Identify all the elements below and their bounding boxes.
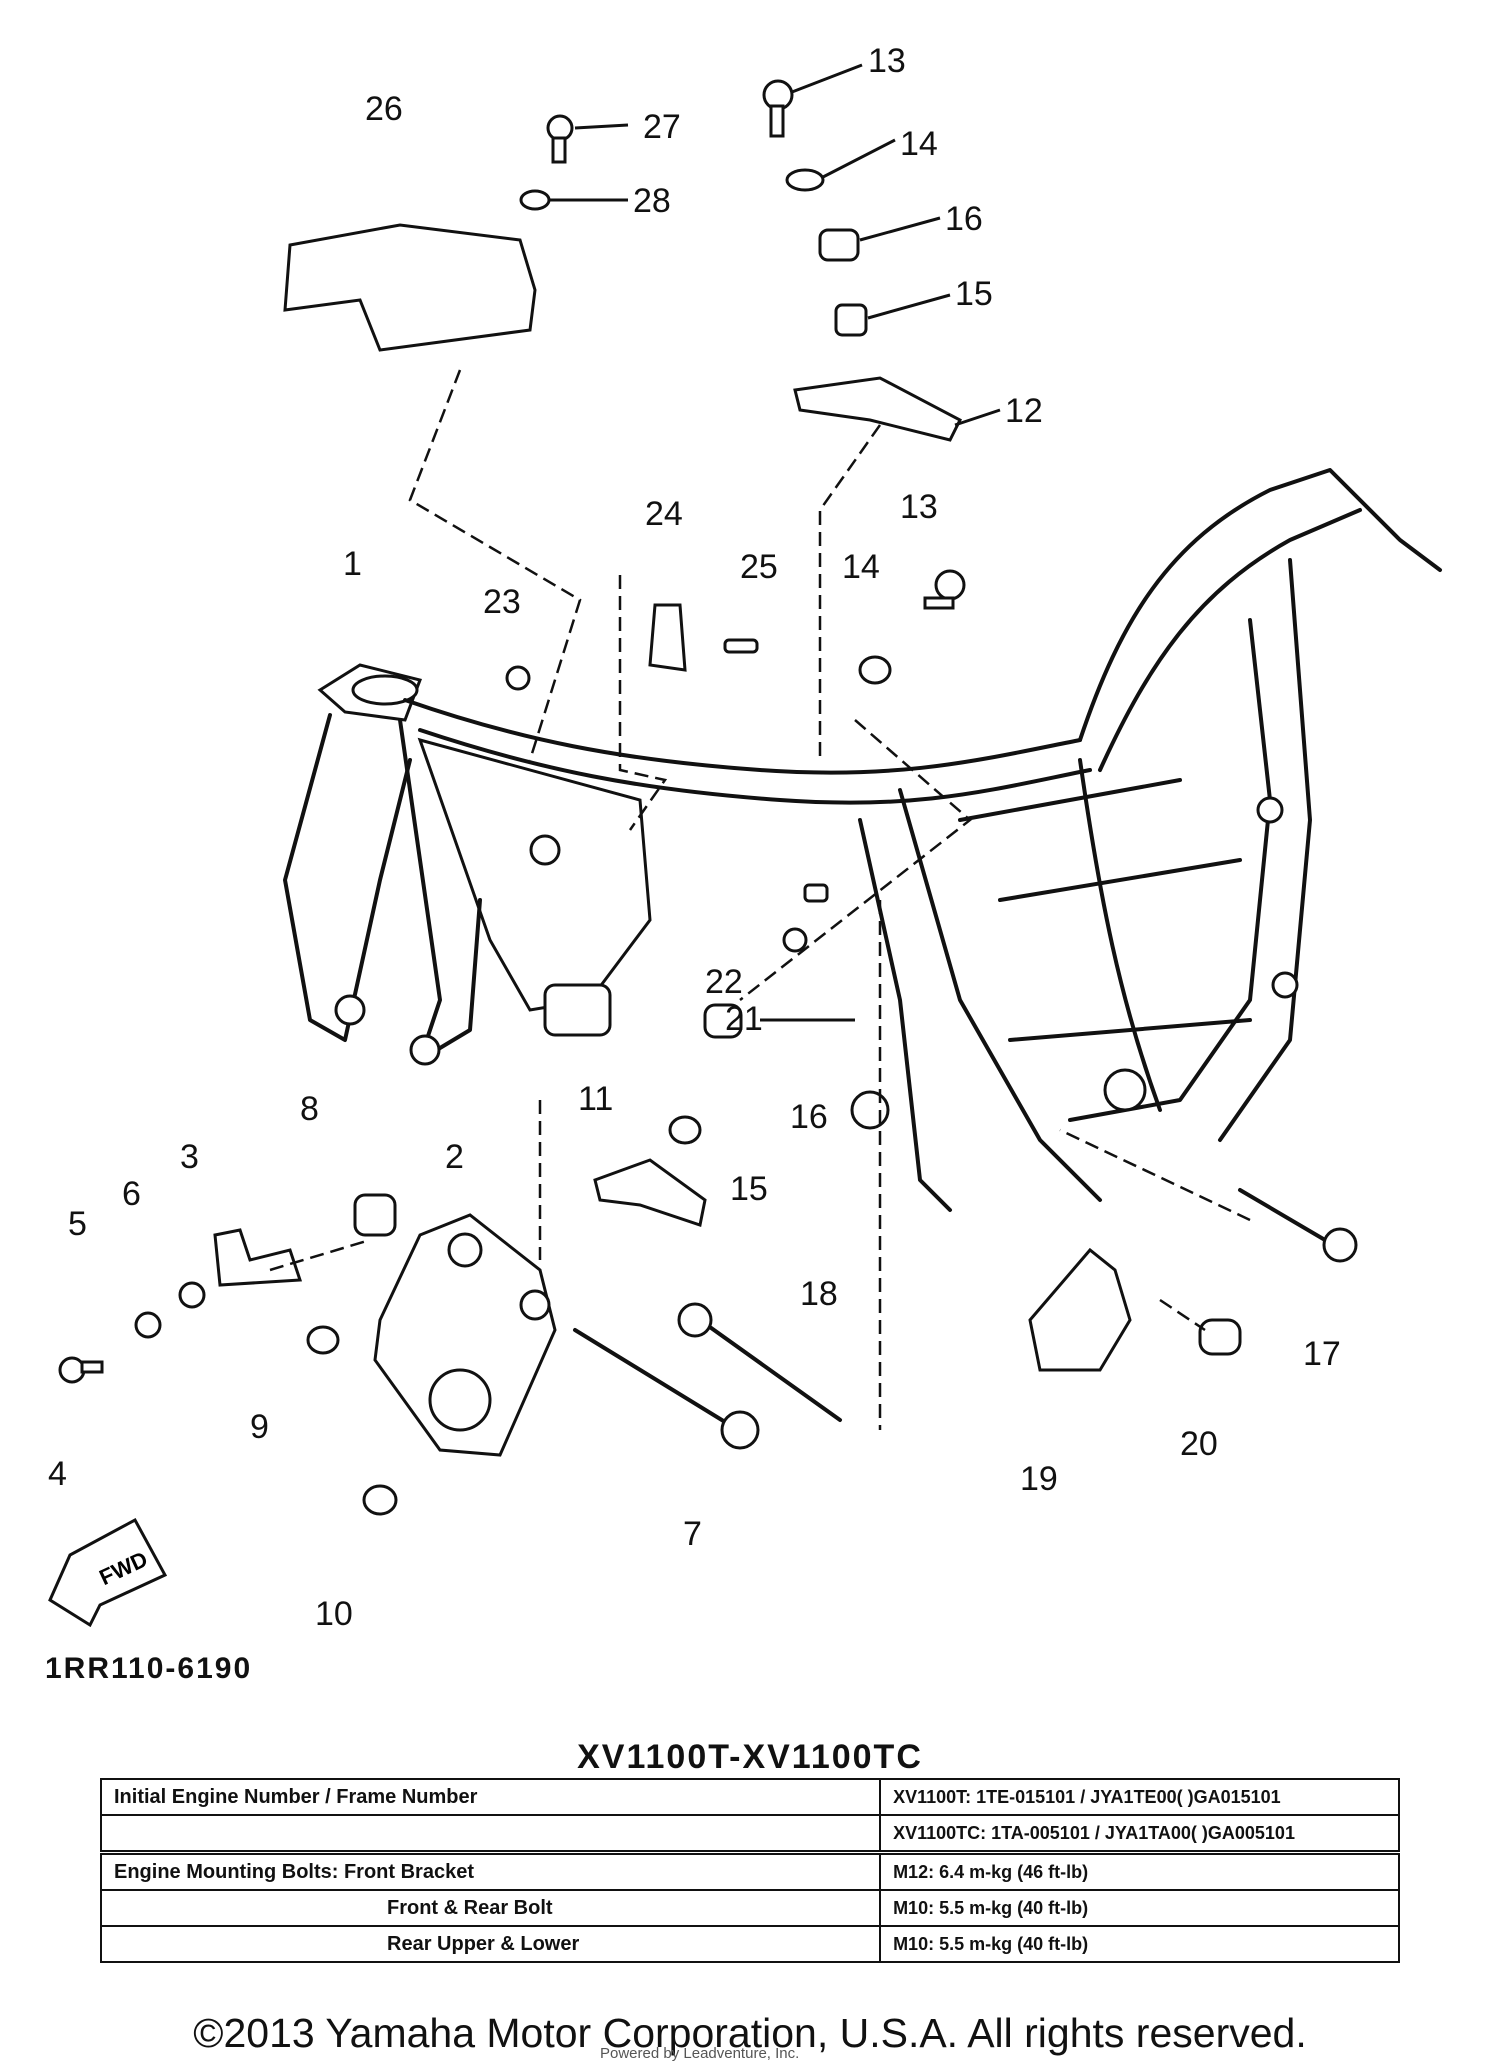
table-cell: XV1100TC: 1TA-005101 / JYA1TA00( )GA0051…: [879, 1814, 1400, 1854]
callout-23: 23: [483, 583, 521, 621]
table-cell: M10: 5.5 m-kg (40 ft-lb): [879, 1925, 1400, 1963]
table-cell: Engine Mounting Bolts: Front Bracket: [99, 1850, 882, 1891]
table-row: Engine Mounting Bolts: Front Bracket M12…: [99, 1850, 1400, 1891]
callout-19: 19: [1020, 1460, 1058, 1498]
callout-28: 28: [633, 182, 671, 220]
part-callouts: 1 2 3 4 5 6 7 8 9 10 11 12 13 13 14 14 1…: [48, 42, 1341, 1633]
callout-22: 22: [705, 963, 743, 1001]
callout-21: 21: [725, 1000, 763, 1038]
callout-2: 2: [445, 1138, 464, 1176]
table-cell: Rear Upper & Lower: [99, 1925, 882, 1963]
cover-26: [283, 223, 537, 352]
frame-exploded-diagram: FWD 1 2 3 4 5 6 7 8 9 10 11 12 13: [45, 42, 1442, 1685]
callout-17: 17: [1303, 1335, 1341, 1373]
table-row: XV1100TC: 1TA-005101 / JYA1TA00( )GA0051…: [99, 1814, 1400, 1854]
callout-16b: 16: [790, 1098, 828, 1136]
main-frame: [283, 468, 1442, 1212]
callout-12: 12: [1005, 392, 1043, 430]
callout-14a: 14: [900, 125, 938, 163]
table-cell: Initial Engine Number / Frame Number: [99, 1778, 882, 1816]
table-row: Initial Engine Number / Frame Number XV1…: [99, 1778, 1400, 1816]
callout-20: 20: [1180, 1425, 1218, 1463]
callout-10: 10: [315, 1595, 353, 1633]
callout-13a: 13: [868, 42, 906, 80]
callout-4: 4: [48, 1455, 67, 1493]
table-cell: M10: 5.5 m-kg (40 ft-lb): [879, 1889, 1400, 1927]
callout-27: 27: [643, 108, 681, 146]
callout-25: 25: [740, 548, 778, 586]
callout-24: 24: [645, 495, 683, 533]
callout-15b: 15: [730, 1170, 768, 1208]
callout-3: 3: [180, 1138, 199, 1176]
table-row: Front & Rear Bolt M10: 5.5 m-kg (40 ft-l…: [99, 1889, 1400, 1927]
diagram-code: 1RR110-6190: [45, 1652, 252, 1685]
callout-5: 5: [68, 1205, 87, 1243]
spec-table: Initial Engine Number / Frame Number XV1…: [99, 1778, 1400, 1963]
alignment-lines: [269, 369, 1251, 1430]
callout-1: 1: [343, 545, 362, 583]
table-cell: XV1100T: 1TE-015101 / JYA1TE00( )GA01510…: [879, 1778, 1400, 1816]
powered-by-watermark: Powered by Leadventure, Inc.: [600, 2045, 800, 2062]
callout-6: 6: [122, 1175, 141, 1213]
callout-13b: 13: [900, 488, 938, 526]
model-title: XV1100T-XV1100TC: [577, 1738, 923, 1776]
leader-lines: [550, 63, 1001, 1022]
copyright-notice: ©2013 Yamaha Motor Corporation, U.S.A. A…: [193, 2010, 1307, 2056]
callout-9: 9: [250, 1408, 269, 1446]
callout-18: 18: [800, 1275, 838, 1313]
small-parts: FWD: [48, 79, 1358, 1628]
table-cell: Front & Rear Bolt: [99, 1889, 882, 1927]
callout-16a: 16: [945, 200, 983, 238]
callout-11: 11: [578, 1080, 613, 1118]
callout-8: 8: [300, 1090, 319, 1128]
table-cell: M12: 6.4 m-kg (46 ft-lb): [879, 1850, 1400, 1891]
table-row: Rear Upper & Lower M10: 5.5 m-kg (40 ft-…: [99, 1925, 1400, 1963]
callout-7: 7: [683, 1515, 702, 1553]
table-cell: [99, 1814, 882, 1854]
callout-26: 26: [365, 90, 403, 128]
callout-15a: 15: [955, 275, 993, 313]
callout-14b: 14: [842, 548, 880, 586]
